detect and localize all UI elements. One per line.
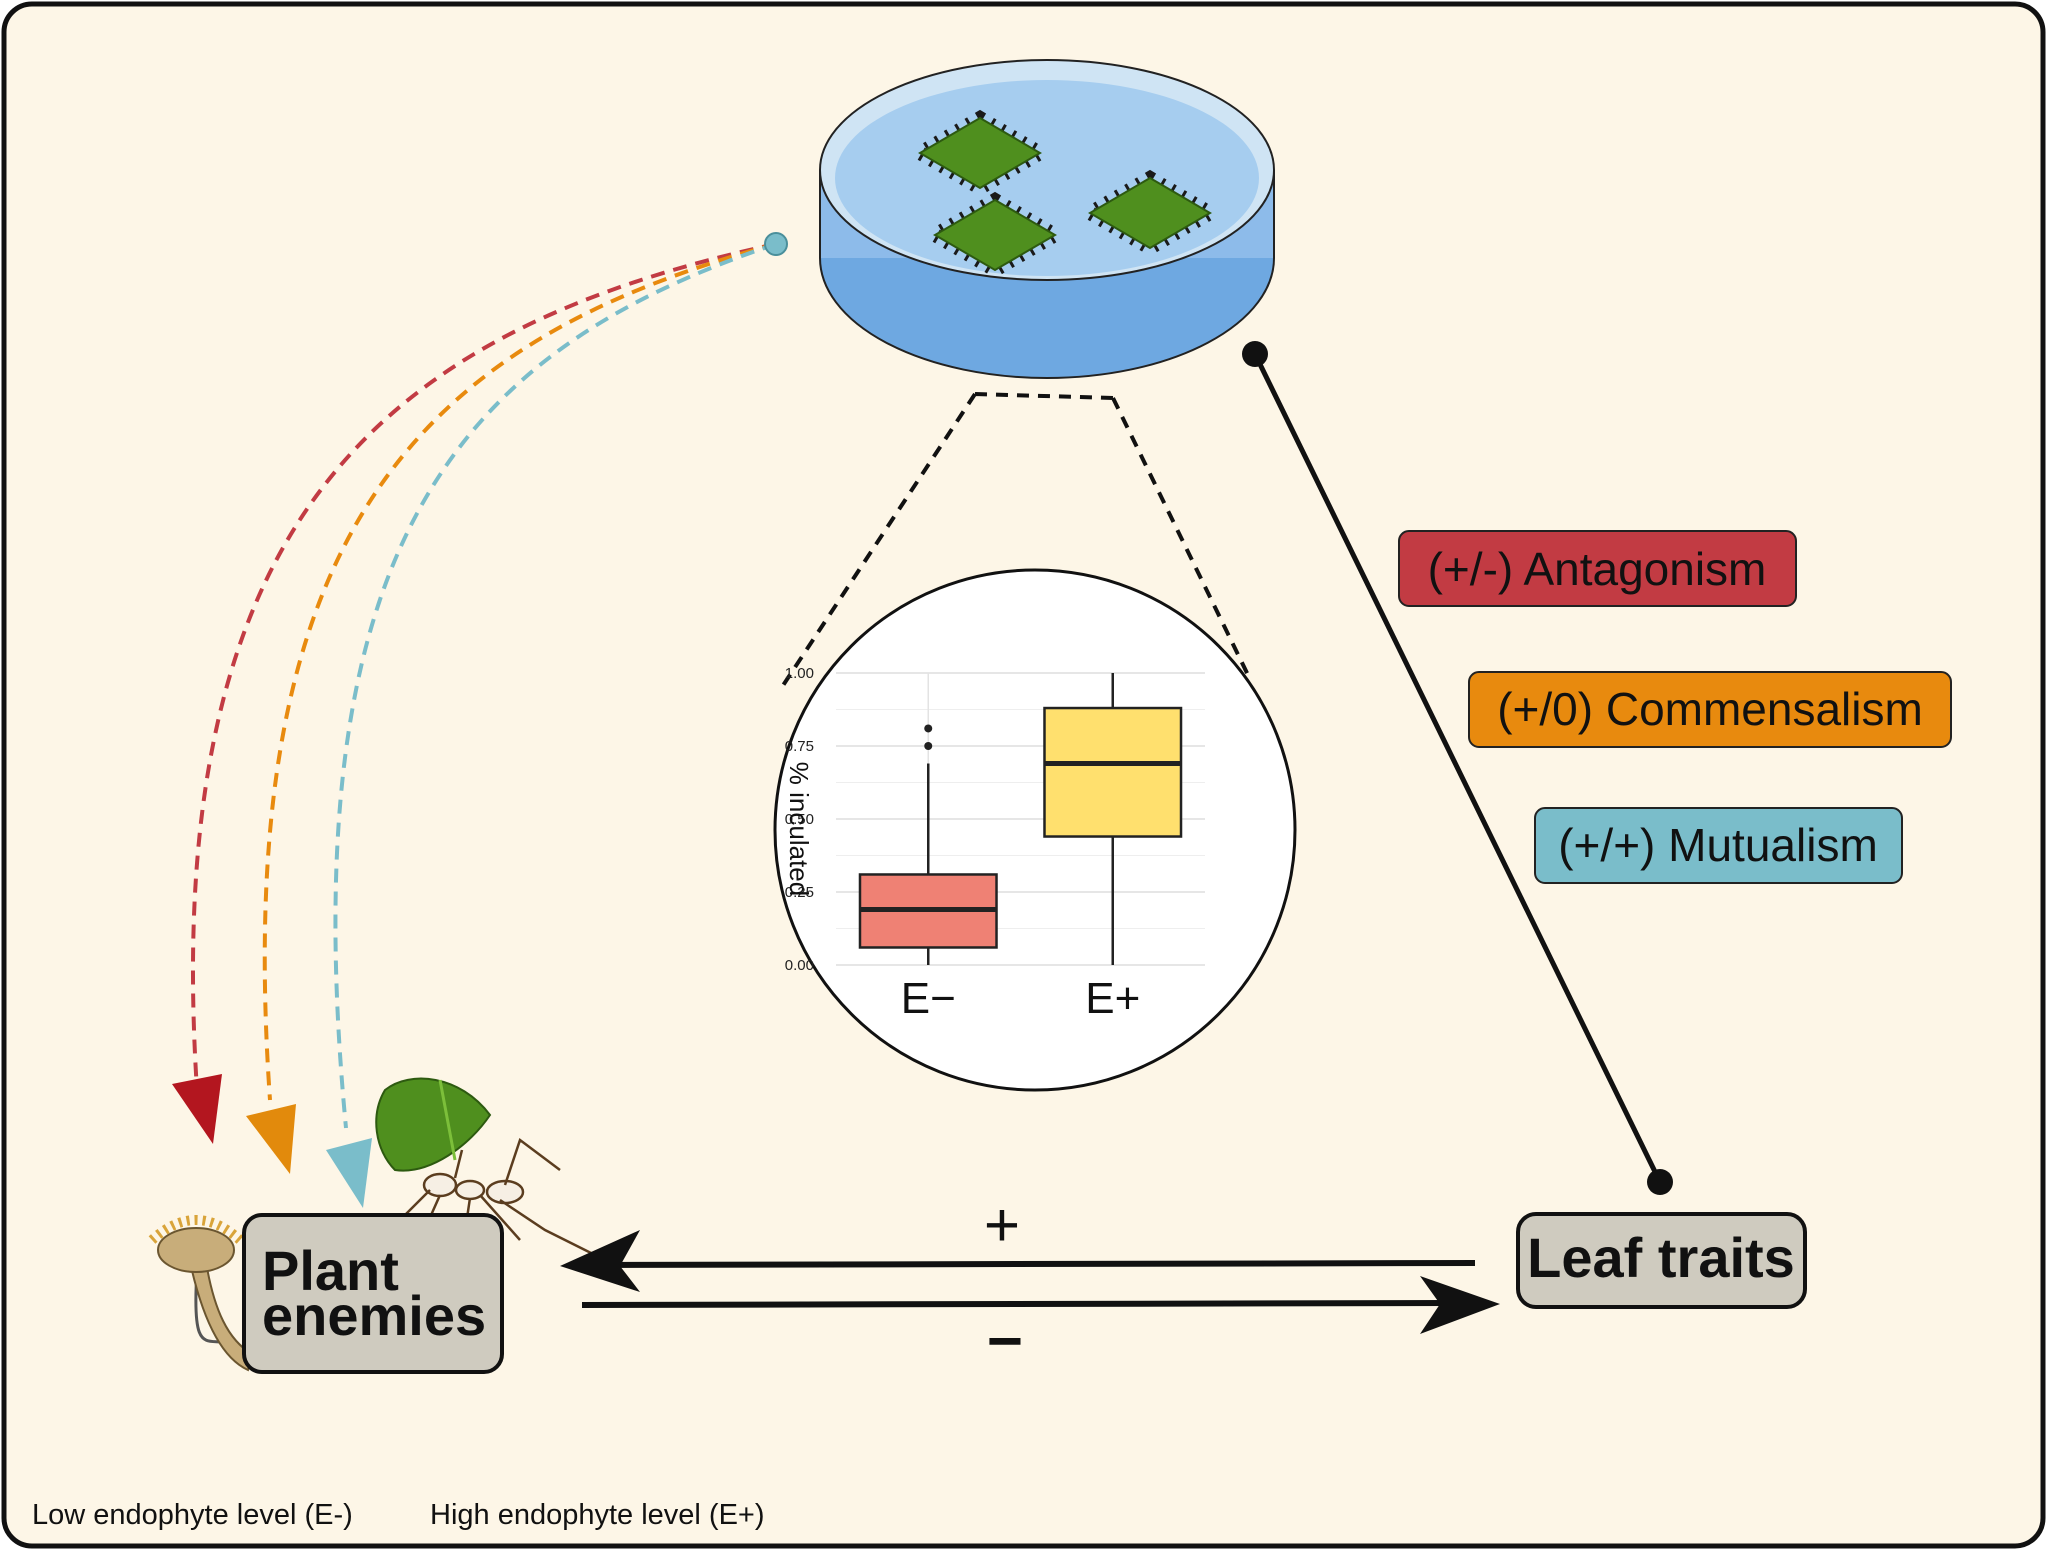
leaf-traits-node: Leaf traits [1516,1212,1807,1309]
dashed-arrow-origin-dot [764,232,788,256]
leaf-disc-1 [906,109,1054,197]
footer-high-endophyte: High endophyte level (E+) [430,1499,765,1531]
fungus-icon [148,1215,254,1372]
commensalism-dashed-arrow [262,242,777,1101]
interaction-legend: (+/-) Antagonism (+/0) Commensalism (+/+… [1398,530,1952,884]
commensalism-label: (+/0) Commensalism [1497,683,1923,735]
influence-arrows [191,242,777,1129]
antagonism-label: (+/-) Antagonism [1428,543,1767,595]
boxplot-y-ticks: 0.00 0.25 0.50 0.75 1.00 [785,665,814,974]
positive-arrowhead [560,1230,640,1292]
mutualism-badge [1534,807,1903,884]
outlier-point [924,742,933,750]
y-tick-label: 0.50 [785,811,814,828]
positive-sign: + [984,1191,1020,1260]
negative-arrowhead [1420,1276,1500,1334]
leafcutter-ant-icon [375,1077,596,1266]
y-tick-label: 0.00 [785,957,814,974]
boxplot-y-axis-label: % inculated [784,762,814,896]
connector-dot-bottom [1647,1169,1673,1195]
boxplot-circle [773,568,1297,1092]
box-e-plus [1043,706,1183,838]
boxplot-x-categories: E− E+ [901,974,1141,1023]
y-tick-label: 0.25 [785,884,814,901]
antagonism-badge [1398,530,1797,607]
leaf-disc-3 [921,191,1069,279]
commensalism-arrowhead [246,1104,296,1174]
positive-arrow-shaft [599,1260,1476,1268]
connector-dot-top [1242,341,1268,367]
outlier-point [924,724,933,733]
boxplot-inset: 0.00 0.25 0.50 0.75 1.00 E− E+ % inculated [773,568,1297,1092]
mutualism-arrowhead [326,1138,372,1208]
leaf-traits-label: Leaf traits [1527,1226,1795,1289]
footer-low-endophyte: Low endophyte level (E-) [32,1499,353,1531]
mutualism-dashed-arrow [333,242,777,1129]
negative-arrow-shaft [581,1300,1451,1308]
y-tick-label: 0.75 [785,738,814,755]
antagonism-dashed-arrow [191,242,777,1091]
antagonism-arrowhead [172,1074,222,1144]
zoom-connector-lines [778,392,1250,692]
plant-enemies-node: Plant enemies [242,1213,504,1374]
leaf-disc-2 [1076,169,1224,257]
boxplot-boxes [858,673,1183,965]
x-category-label: E+ [1085,974,1140,1023]
y-tick-label: 1.00 [785,665,814,682]
commensalism-badge [1468,671,1952,748]
plant-enemies-line-2: enemies [262,1284,486,1347]
petri-dish-illustration [819,59,1275,379]
plant-enemies-line-1: Plant [262,1239,399,1302]
negative-sign: − [987,1307,1023,1376]
feedback-arrows: + − [560,1191,1500,1376]
dish-to-leaf-traits-line [1252,352,1663,1184]
x-category-label: E− [901,974,956,1023]
mutualism-label: (+/+) Mutualism [1558,819,1878,871]
